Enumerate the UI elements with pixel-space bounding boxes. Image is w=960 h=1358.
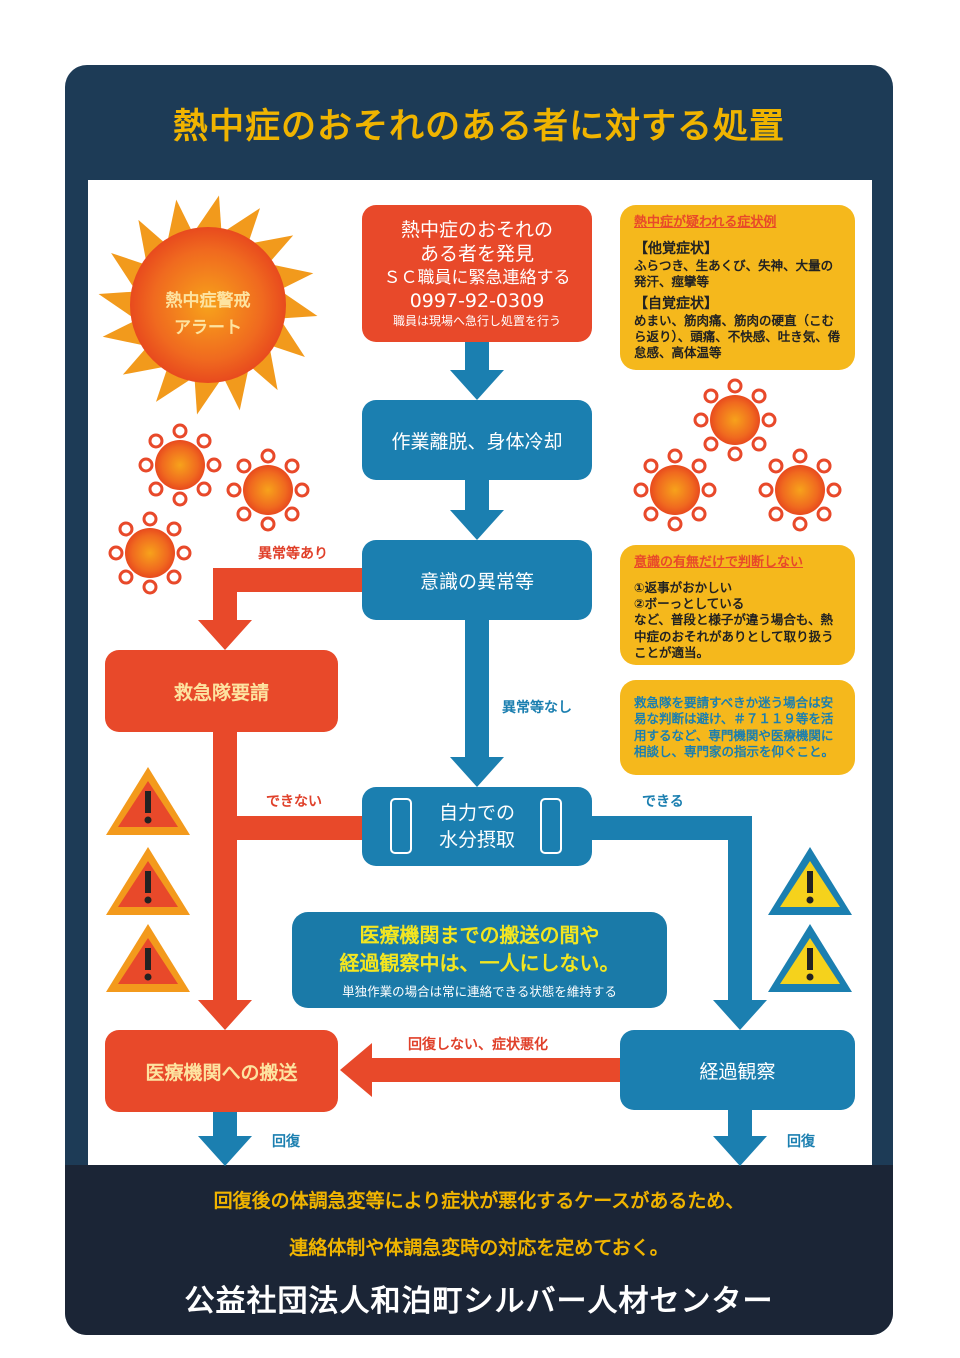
objective-title: 【他覚症状】 <box>634 240 718 257</box>
objective-text: ふらつき、生あくび、失神、大量の発汗、痙攣等 <box>634 258 834 290</box>
small-sun-icon <box>226 448 310 532</box>
warning-icon <box>768 847 852 915</box>
subjective-title: 【自覚症状】 <box>634 295 718 312</box>
step-consciousness: 意識の異常等 <box>362 540 592 620</box>
judgement-body: など、普段と様子が違う場合も、熱中症のおそれがありとして取り扱うことが適当。 <box>634 612 834 660</box>
footer-band <box>65 1165 893 1335</box>
alert-line: アラート <box>174 318 242 339</box>
judgement-box: 意識の有無だけで判断しない ①返事がおかしい ②ボーっとしている など、普段と様… <box>620 545 855 665</box>
symptoms-box: 熱中症が疑われる症状例 【他覚症状】 ふらつき、生あくび、失神、大量の発汗、痙攣… <box>620 205 855 370</box>
discover-line: 熱中症のおそれの <box>400 218 553 241</box>
label-recover-right: 回復 <box>787 1134 815 1150</box>
judgement-item: ②ボーっとしている <box>634 596 745 612</box>
big-sun-icon <box>98 195 318 415</box>
warning-icon <box>106 924 190 992</box>
alone-note: 単独作業の場合は常に連絡できる状態を維持する <box>342 983 617 999</box>
bottle-icon <box>540 798 562 854</box>
label-recover-left: 回復 <box>272 1134 300 1150</box>
consult-box: 救急隊を要請すべきか迷う場合は安易な判断は避け、＃７１１９等を活用するなど、専門… <box>620 680 855 775</box>
organization-name: 公益社団法人和泊町シルバー人材センター <box>184 1284 774 1319</box>
phone-number: 0997-92-0309 <box>409 290 545 313</box>
small-sun-icon <box>108 511 192 595</box>
warning-icon <box>768 924 852 992</box>
label-can: できる <box>642 794 684 810</box>
step-transport: 医療機関への搬送 <box>105 1030 338 1112</box>
warning-icon <box>106 767 190 835</box>
step-observe: 経過観察 <box>620 1030 855 1110</box>
water-line: 水分摂取 <box>438 828 515 851</box>
bottle-icon <box>390 798 412 854</box>
alone-box: 医療機関までの搬送の間や 経過観察中は、一人にしない。 単独作業の場合は常に連絡… <box>292 912 667 1008</box>
discover-line: ある者を発見 <box>419 243 534 266</box>
red-arrows <box>198 568 620 1097</box>
label-abnormal-yes: 異常等あり <box>258 546 328 562</box>
water-line: 自力での <box>438 801 515 824</box>
footer-line1: 回復後の体調急変等により症状が悪化するケースがあるため、 <box>213 1190 745 1212</box>
small-sun-icon <box>693 378 777 462</box>
step-cooling: 作業離脱、身体冷却 <box>362 400 592 480</box>
small-sun-icon <box>758 448 842 532</box>
alone-line: 経過観察中は、一人にしない。 <box>339 950 620 975</box>
step-ambulance: 救急隊要請 <box>105 650 338 732</box>
warning-icons <box>106 767 852 992</box>
judgement-heading: 意識の有無だけで判断しない <box>634 555 804 570</box>
small-sun-icon <box>633 448 717 532</box>
discover-note: 職員は現場へ急行し処置を行う <box>392 313 561 328</box>
label-cannot: できない <box>266 794 322 810</box>
page-title: 熱中症のおそれのある者に対する処置 <box>172 107 785 147</box>
alone-line: 医療機関までの搬送の間や <box>359 922 600 947</box>
heat-alert-label: 熱中症警戒 アラート <box>150 288 266 342</box>
small-sun-icon <box>138 423 222 507</box>
small-sun-icons <box>108 378 842 595</box>
warning-icon <box>106 847 190 915</box>
judgement-item: ①返事がおかしい <box>634 579 733 595</box>
footer-line2: 連絡体制や体調急変時の対応を定めておく。 <box>289 1237 669 1259</box>
blue-arrows <box>198 342 767 1166</box>
alert-line: 熱中症警戒 <box>165 291 251 311</box>
discover-line: ＳＣ職員に緊急連絡する <box>383 268 571 288</box>
subjective-text: めまい、筋肉痛、筋肉の硬直（こむら返り）、頭痛、不快感、吐き気、倦怠感、高体温等 <box>634 312 841 361</box>
discover-box: 熱中症のおそれの ある者を発見 ＳＣ職員に緊急連絡する 0997-92-0309… <box>362 205 592 342</box>
label-not-recovered: 回復しない、症状悪化 <box>408 1037 548 1053</box>
label-abnormal-no: 異常等なし <box>502 700 572 716</box>
symptoms-heading: 熱中症が疑われる症状例 <box>634 215 777 230</box>
